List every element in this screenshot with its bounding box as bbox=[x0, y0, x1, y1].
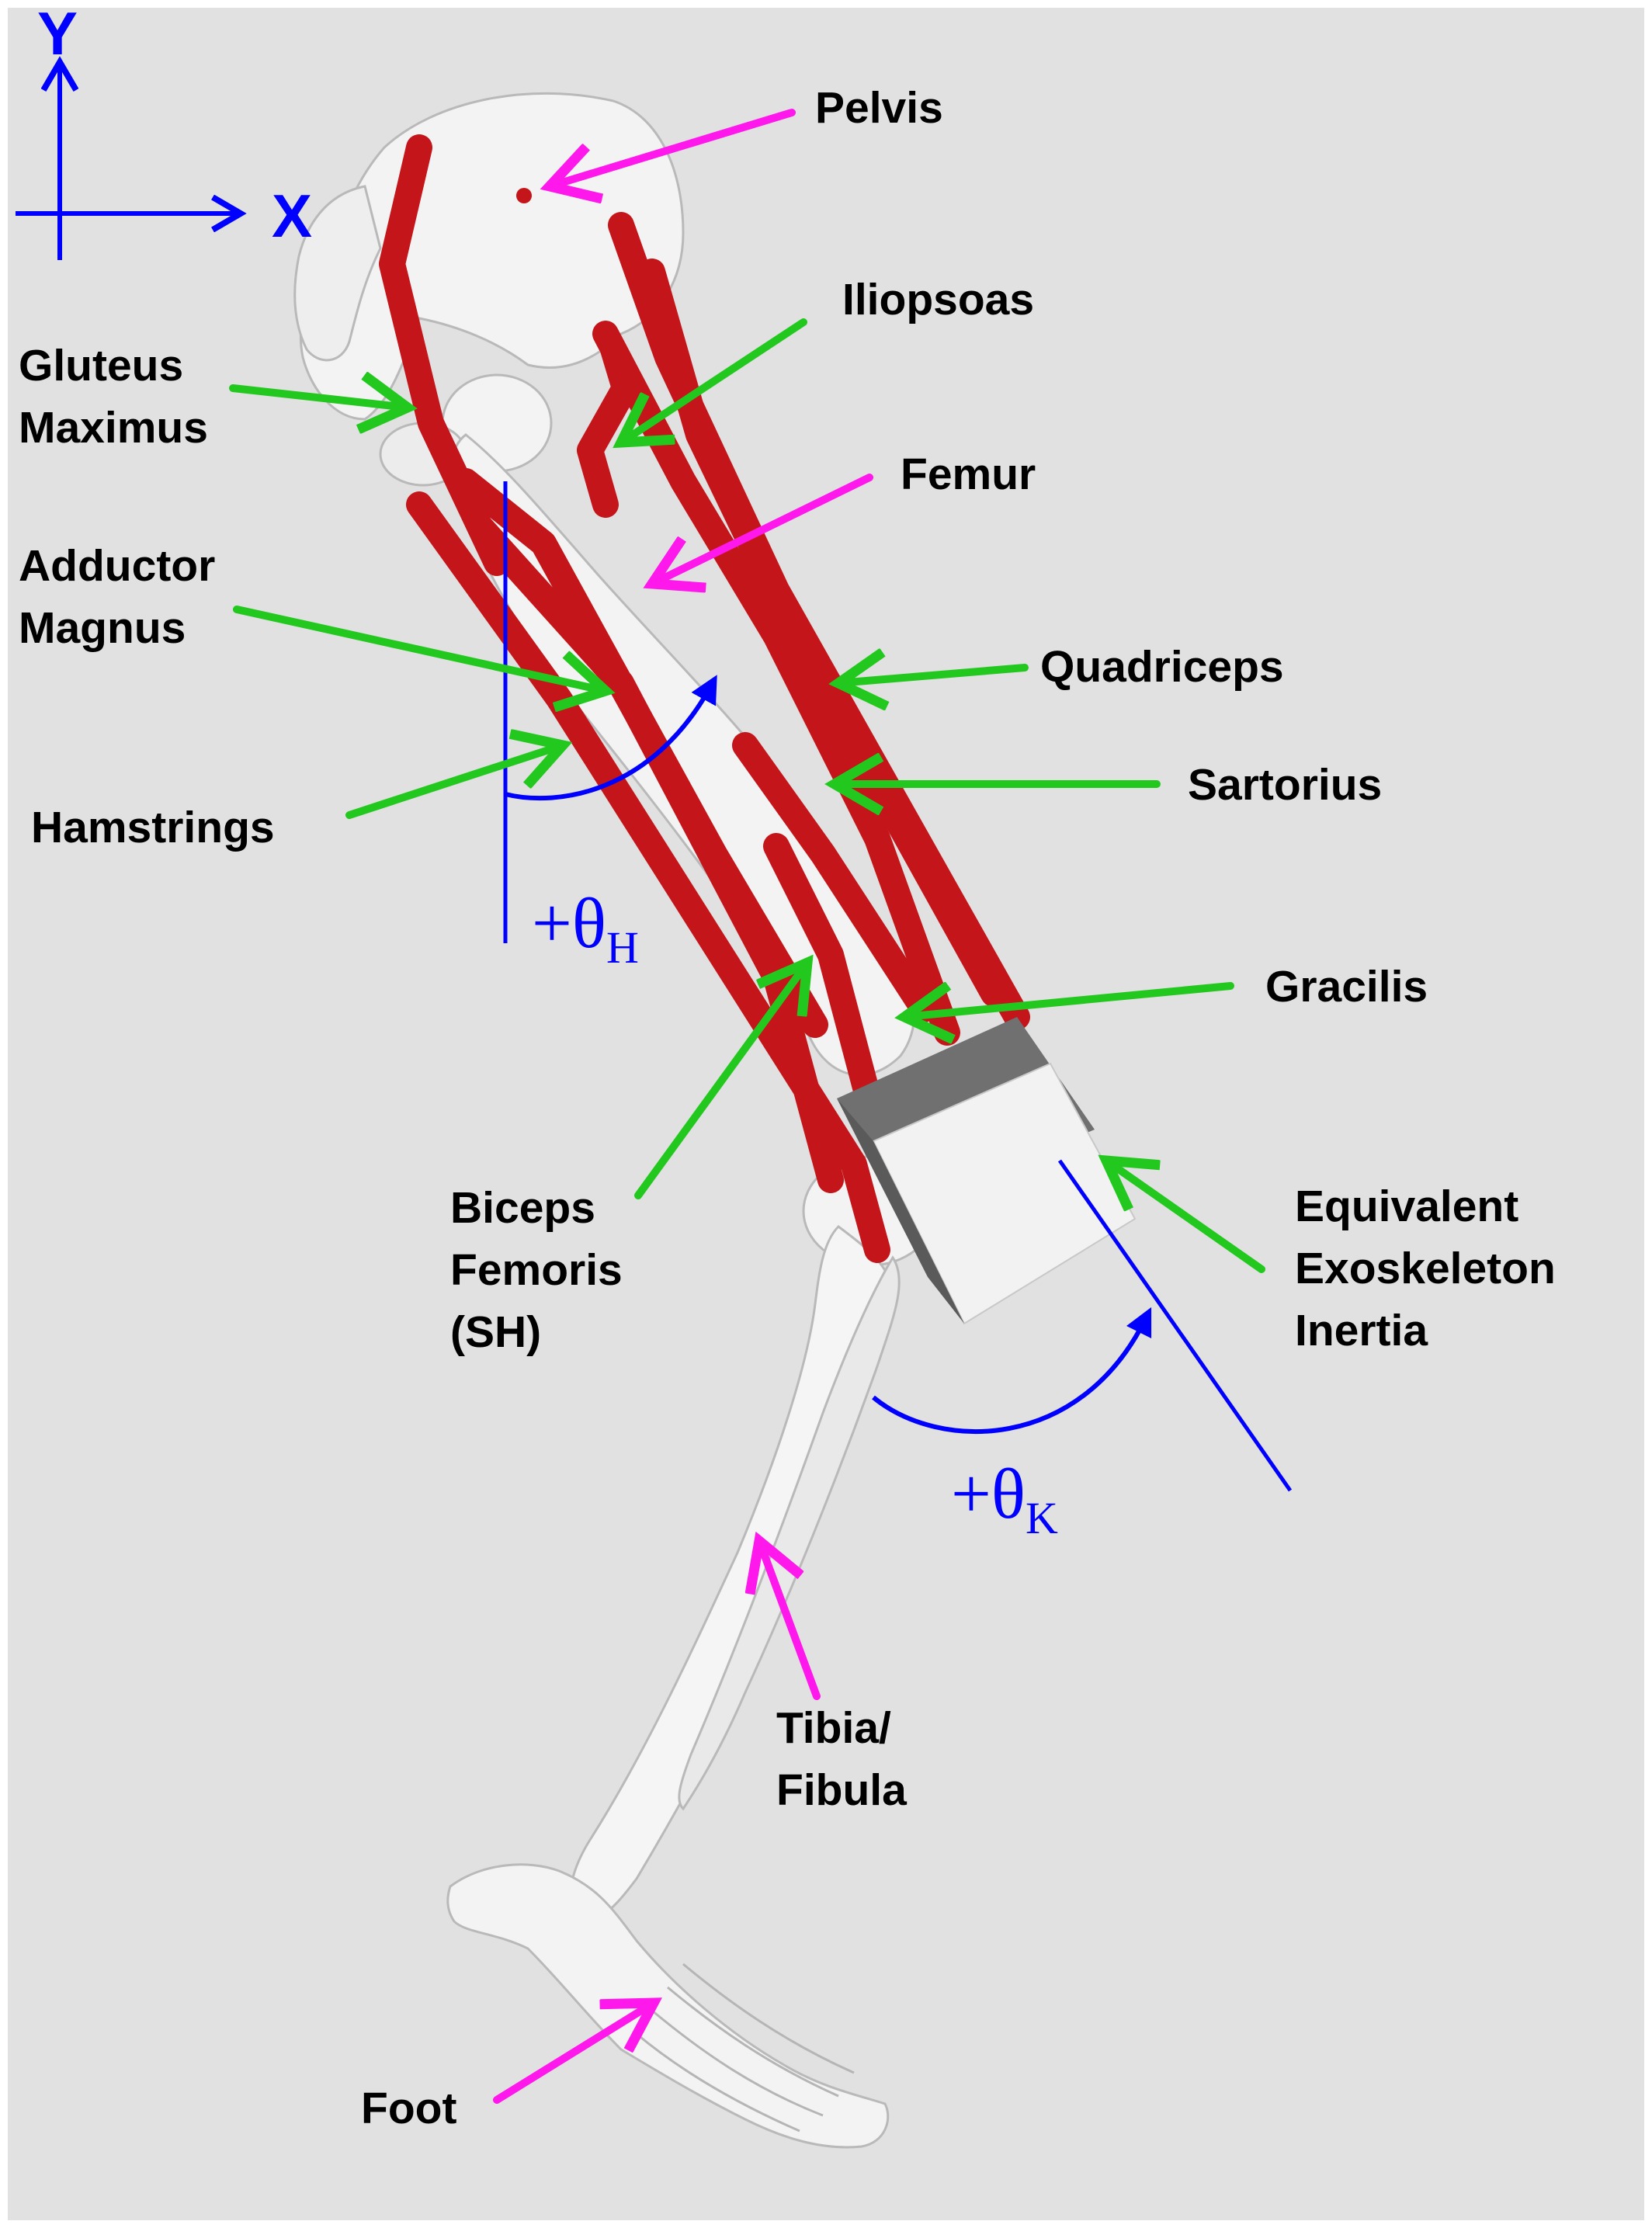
exo-box-side bbox=[837, 1098, 964, 1324]
label-exo-line3: Inertia bbox=[1295, 1306, 1428, 1355]
label-sartorius: Sartorius bbox=[1188, 760, 1382, 810]
y-axis-label: Y bbox=[37, 0, 78, 68]
tibia-arrow bbox=[759, 1541, 821, 1700]
label-pelvis: Pelvis bbox=[815, 83, 943, 133]
adductor-arrow bbox=[233, 606, 606, 691]
label-biceps-line1: Biceps bbox=[450, 1183, 595, 1233]
label-biceps-line3: (SH) bbox=[450, 1307, 541, 1357]
hip-angle-indicator bbox=[503, 481, 717, 943]
hip-angle-arc bbox=[505, 675, 717, 801]
knee-angle-arc bbox=[872, 1307, 1152, 1434]
biceps-femoris-arrow bbox=[634, 963, 807, 1199]
foot-arrow bbox=[493, 2003, 654, 2104]
label-exo-line2: Exoskeleton bbox=[1295, 1244, 1556, 1293]
femur-arrow bbox=[652, 474, 873, 584]
knee-shank-reference bbox=[1057, 1159, 1293, 1492]
label-femur: Femur bbox=[901, 449, 1036, 499]
hamstrings-muscle-2 bbox=[468, 515, 844, 1193]
bone-arrows bbox=[493, 109, 873, 2104]
muscle-arrows bbox=[229, 318, 1265, 1273]
label-gluteus-line2: Maximus bbox=[19, 403, 208, 453]
quadriceps-arrow bbox=[838, 668, 1029, 683]
hip-angle-subscript: H bbox=[606, 922, 639, 973]
biceps-femoris-sh-muscle bbox=[763, 833, 883, 1116]
knee-angle-prefix: +θ bbox=[951, 1454, 1026, 1533]
label-adductor-line1: Adductor bbox=[19, 541, 215, 591]
label-adductor-line2: Magnus bbox=[19, 603, 186, 653]
foot-bone bbox=[446, 1863, 890, 2149]
pelvis-arrow bbox=[550, 109, 796, 186]
sacrum-bone bbox=[293, 185, 382, 362]
hip-angle-prefix: +θ bbox=[532, 883, 606, 963]
exoskeleton-inertia-box bbox=[837, 1017, 1137, 1325]
gracilis-arrow bbox=[904, 986, 1234, 1017]
hamstrings-arrow bbox=[345, 745, 563, 819]
label-hamstrings: Hamstrings bbox=[31, 803, 275, 852]
x-axis-label: X bbox=[272, 182, 312, 250]
knee-angle-subscript: K bbox=[1026, 1493, 1058, 1543]
iliopsoas-arrow bbox=[621, 318, 807, 442]
label-gracilis: Gracilis bbox=[1265, 962, 1428, 1012]
label-iliopsoas: Iliopsoas bbox=[842, 275, 1034, 324]
gluteus-arrow bbox=[229, 388, 408, 408]
knee-angle-indicator bbox=[872, 1159, 1293, 1492]
hamstrings-muscle bbox=[406, 491, 890, 1263]
label-quadriceps: Quadriceps bbox=[1040, 642, 1284, 692]
coordinate-axes bbox=[16, 62, 241, 260]
exo-box-front bbox=[872, 1062, 1137, 1325]
label-foot: Foot bbox=[361, 2084, 456, 2133]
label-tibia-line2: Fibula bbox=[776, 1765, 908, 1815]
gracilis-muscle bbox=[732, 732, 937, 1022]
label-tibia-line1: Tibia/ bbox=[776, 1703, 891, 1753]
knee-angle-label: +θK bbox=[951, 1454, 1058, 1543]
pelvis-center-marker bbox=[516, 188, 532, 203]
label-exo-line1: Equivalent bbox=[1295, 1182, 1518, 1231]
labels: Pelvis Iliopsoas Gluteus Maximus Femur A… bbox=[19, 83, 1556, 2133]
label-gluteus-line1: Gluteus bbox=[19, 341, 183, 390]
exo-arrow bbox=[1106, 1161, 1265, 1273]
hip-angle-label: +θH bbox=[532, 883, 639, 973]
label-biceps-line2: Femoris bbox=[450, 1245, 623, 1295]
